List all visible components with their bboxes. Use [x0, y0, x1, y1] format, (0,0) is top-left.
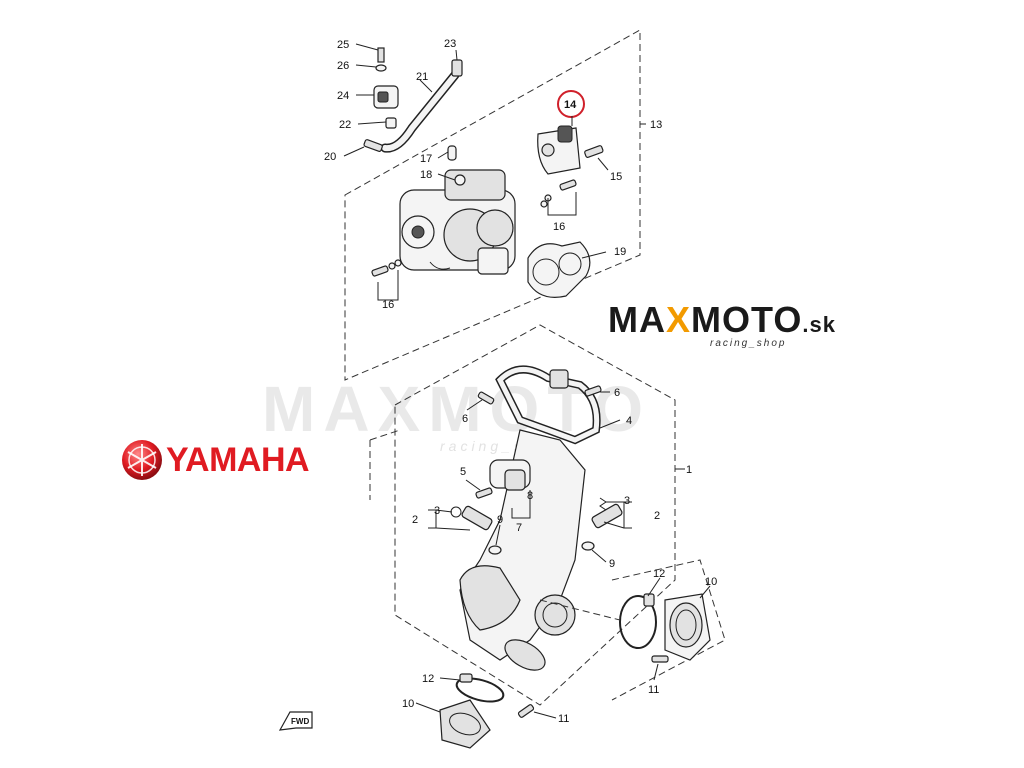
callout-9-left: 9: [497, 514, 503, 526]
throttle-position-sensor: [537, 125, 581, 175]
callout-8: 8: [527, 490, 533, 502]
washer-26: [375, 64, 387, 72]
pin-17: [447, 145, 457, 161]
callout-6-right: 6: [614, 387, 620, 399]
fwd-arrow-icon: FWD: [278, 711, 313, 731]
joint-10-right: [664, 593, 711, 661]
maxmoto-x: X: [666, 299, 692, 340]
callout-20: 20: [324, 151, 336, 163]
clamp-12-bottom: [455, 673, 505, 703]
bolt-6-left: [477, 391, 495, 405]
callout-2-left: 2: [412, 514, 418, 526]
callout-23: 23: [444, 38, 456, 50]
callout-26: 26: [337, 60, 349, 72]
maxmoto-tld: .sk: [802, 312, 836, 337]
bolt-11-right: [651, 655, 669, 663]
callout-24: 24: [337, 90, 349, 102]
yamaha-wordmark: YAMAHA: [166, 441, 310, 479]
screw-16-lower: [371, 259, 402, 277]
callout-11-right: 11: [648, 684, 659, 696]
clip-22: [385, 117, 397, 129]
assembly-1-aux-boundary: [611, 559, 726, 701]
bolt-15: [584, 145, 604, 158]
callout-14: 14: [564, 99, 577, 111]
screw-16-upper: [540, 179, 577, 208]
callout-9-right: 9: [609, 558, 615, 570]
yamaha-emblem-icon: [122, 440, 162, 480]
bolt-6-right: [584, 385, 602, 397]
callout-11-bottom: 11: [558, 713, 569, 725]
callout-2-right: 2: [654, 510, 660, 522]
gasket-19: [527, 241, 591, 298]
callout-17: 17: [420, 153, 432, 165]
maxmoto-prefix: MA: [608, 299, 666, 340]
throttle-body: [399, 169, 516, 275]
maxmoto-tagline: racing_shop: [710, 338, 787, 349]
callout-1: 1: [686, 464, 692, 476]
callout-12-right: 12: [653, 568, 665, 580]
injector-left: [450, 505, 502, 555]
leader-lines: [343, 43, 711, 719]
hose-21: [380, 70, 460, 153]
callout-labels: 25 26 24 22 20 23 21 17 18 14 13 15 16 1…: [324, 38, 717, 725]
bracket-24: [373, 85, 399, 109]
bolt-25: [377, 47, 385, 63]
assembly-1-boundary: [394, 324, 676, 706]
callout-18: 18: [420, 169, 432, 181]
callout-21: 21: [416, 71, 428, 83]
highlight-circle-14: [557, 90, 585, 118]
fwd-label: FWD: [291, 717, 309, 726]
injector-right: [581, 497, 623, 551]
callout-16-lower: 16: [382, 299, 394, 311]
callout-25: 25: [337, 39, 349, 51]
yamaha-logo: YAMAHA: [120, 436, 320, 484]
callout-12-bottom: 12: [422, 673, 434, 685]
fitting-23: [451, 59, 463, 77]
callout-22: 22: [339, 119, 351, 131]
callout-7: 7: [516, 522, 522, 534]
joint-10-bottom: [439, 699, 491, 749]
callout-3-right: 3: [624, 495, 630, 507]
callout-5: 5: [460, 466, 466, 478]
intake-manifold: [459, 429, 586, 671]
part-18: [454, 174, 466, 186]
callout-10-right: 10: [705, 576, 717, 588]
callout-10-bottom: 10: [402, 698, 414, 710]
maxmoto-logo: MAXMOTO.sk racing_shop: [608, 302, 898, 350]
callout-6-left: 6: [462, 413, 468, 425]
maxmoto-wordmark: MAXMOTO.sk: [608, 302, 836, 343]
bolt-11-bottom: [517, 704, 535, 718]
clamp-12-right: [619, 593, 657, 649]
fuel-rail-4: [495, 365, 601, 445]
bolt-20: [363, 139, 383, 152]
assembly-13-boundary: [344, 29, 641, 381]
callout-16-upper: 16: [553, 221, 565, 233]
maxmoto-suffix: MOTO: [691, 299, 803, 340]
callout-3-left: 3: [434, 505, 440, 517]
callout-13: 13: [650, 119, 662, 131]
callout-19: 19: [614, 246, 626, 258]
callout-4: 4: [626, 415, 632, 427]
screw-5: [475, 487, 493, 499]
callout-15: 15: [610, 171, 622, 183]
pressure-sensor-5: [489, 459, 531, 491]
